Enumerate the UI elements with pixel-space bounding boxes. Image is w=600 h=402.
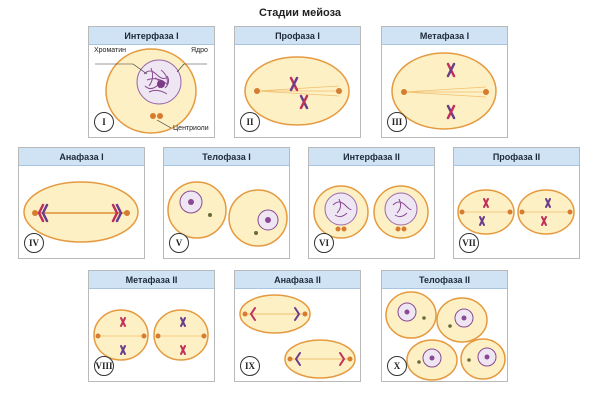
stage-title: Метафаза II: [89, 271, 214, 289]
stage-number: II: [240, 112, 260, 132]
stage-panel-prophase-1: Профаза I II: [234, 26, 361, 138]
stage-number: V: [169, 233, 189, 253]
page-title: Стадии мейоза: [258, 7, 342, 19]
stage-panel-metaphase-1: Метафаза I III: [381, 26, 508, 138]
stage-number: III: [387, 112, 407, 132]
interphase-1-diagram: [95, 48, 207, 134]
stage-number: IV: [24, 233, 44, 253]
metaphase-1-diagram: [391, 52, 497, 130]
stage-title: Анафаза I: [19, 148, 144, 166]
anaphase-2-diagram: [239, 294, 356, 379]
stage-title: Интерфаза I: [89, 27, 214, 45]
stage-title: Профаза II: [454, 148, 579, 166]
stage-panel-prophase-2: Профаза II VII: [453, 147, 580, 259]
prophase-2-diagram: [457, 189, 575, 235]
stage-number: VII: [459, 233, 479, 253]
stage-panel-interphase-1: Интерфаза I Хроматин Ядро Центриоли I: [88, 26, 215, 138]
stage-title: Анафаза II: [235, 271, 360, 289]
stage-number: IX: [240, 356, 260, 376]
stage-number: VI: [314, 233, 334, 253]
stage-panel-telophase-1: Телофаза I V: [163, 147, 290, 259]
nucleus-label: Ядро: [191, 47, 208, 54]
centrioles-label: Центриоли: [173, 125, 209, 132]
stage-title: Телофаза I: [164, 148, 289, 166]
stage-title: Профаза I: [235, 27, 360, 45]
telophase-1-diagram: [167, 181, 288, 247]
interphase-2-diagram: [313, 185, 429, 239]
stage-panel-telophase-2: Телофаза II X: [381, 270, 508, 382]
stage-title: Метафаза I: [382, 27, 507, 45]
telophase-2-diagram: [385, 291, 506, 381]
stage-panel-interphase-2: Интерфаза II VI: [308, 147, 435, 259]
anaphase-1-diagram: [23, 181, 139, 243]
stage-number: I: [94, 112, 114, 132]
stage-number: X: [387, 356, 407, 376]
stage-number: VIII: [94, 356, 114, 376]
metaphase-2-diagram: [93, 309, 209, 361]
chromatin-label: Хроматин: [94, 47, 126, 54]
stage-panel-anaphase-1: Анафаза I IV: [18, 147, 145, 259]
prophase-1-diagram: [244, 56, 350, 126]
stage-title: Телофаза II: [382, 271, 507, 289]
stage-title: Интерфаза II: [309, 148, 434, 166]
stage-panel-anaphase-2: Анафаза II IX: [234, 270, 361, 382]
stage-panel-metaphase-2: Метафаза II VIII: [88, 270, 215, 382]
